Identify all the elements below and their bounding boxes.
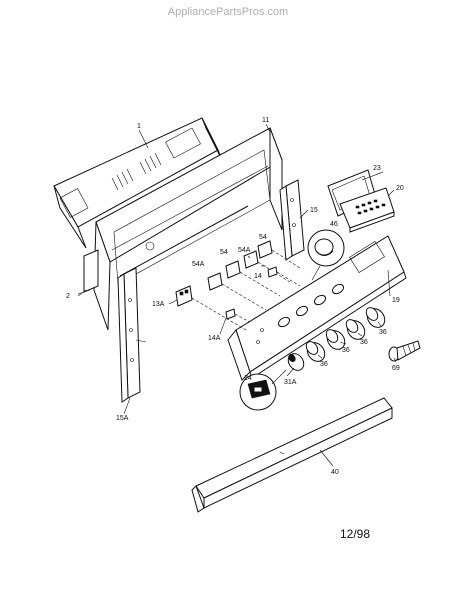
control-panel — [227, 235, 407, 381]
callout-1: 1 — [137, 123, 141, 130]
detail-circle-46 — [307, 229, 345, 281]
switch-54A-upper — [243, 250, 291, 283]
lower-trim-strip — [191, 397, 393, 513]
callout-13A: 13A — [152, 301, 165, 308]
callout-15A: 15A — [116, 415, 129, 422]
date-code: 12/98 — [340, 527, 370, 541]
knob-36-a — [365, 307, 386, 328]
leader-lines — [77, 123, 397, 467]
switch-54A-left — [207, 272, 267, 311]
right-end-strip — [279, 179, 305, 261]
callout-54: 54 — [220, 249, 228, 256]
callout-2: 2 — [66, 293, 70, 300]
clock-buttons — [355, 199, 386, 215]
callout-36-d: 36 — [320, 361, 328, 368]
callout-54A-top: 54A — [238, 247, 251, 254]
callout-24: 24 — [244, 375, 252, 382]
callout-11: 11 — [262, 117, 269, 124]
knob-31A — [287, 353, 305, 371]
callout-36-b: 36 — [360, 339, 368, 346]
neon-light — [225, 308, 251, 323]
callout-40: 40 — [331, 469, 339, 476]
detail-circle-24 — [239, 369, 287, 411]
callout-20: 20 — [396, 185, 404, 192]
vent-slots — [111, 152, 162, 191]
callout-69: 69 — [392, 365, 400, 372]
callout-36-a: 36 — [379, 329, 387, 336]
callout-labels: 1 11 23 20 15 46 54 54A 54 54A 14 2 13A … — [66, 117, 404, 476]
electronic-clock — [339, 187, 395, 233]
backguard-frame — [93, 127, 283, 331]
rear-panel — [53, 117, 223, 249]
callout-31A: 31A — [284, 379, 297, 386]
callout-14A: 14A — [208, 335, 221, 342]
callout-54: 54 — [259, 234, 267, 241]
callout-19: 19 — [392, 297, 400, 304]
side-bracket — [77, 249, 99, 295]
callout-36-c: 36 — [342, 347, 350, 354]
switch-54 — [257, 240, 301, 269]
knob-36-c — [325, 329, 346, 350]
watermark-text: AppliancePartsPros.com — [168, 6, 288, 18]
callout-15: 15 — [310, 207, 318, 214]
callout-14: 14 — [254, 273, 262, 280]
left-end-strip — [117, 267, 147, 403]
switch-54A-lower — [225, 260, 281, 297]
callout-46: 46 — [330, 221, 338, 228]
callout-54A-left: 54A — [192, 261, 205, 268]
indicator-light — [267, 266, 301, 287]
terminal-block — [175, 285, 247, 331]
screw-69 — [388, 340, 421, 362]
callout-23: 23 — [373, 165, 381, 172]
knob-shaft-openings — [277, 283, 345, 328]
